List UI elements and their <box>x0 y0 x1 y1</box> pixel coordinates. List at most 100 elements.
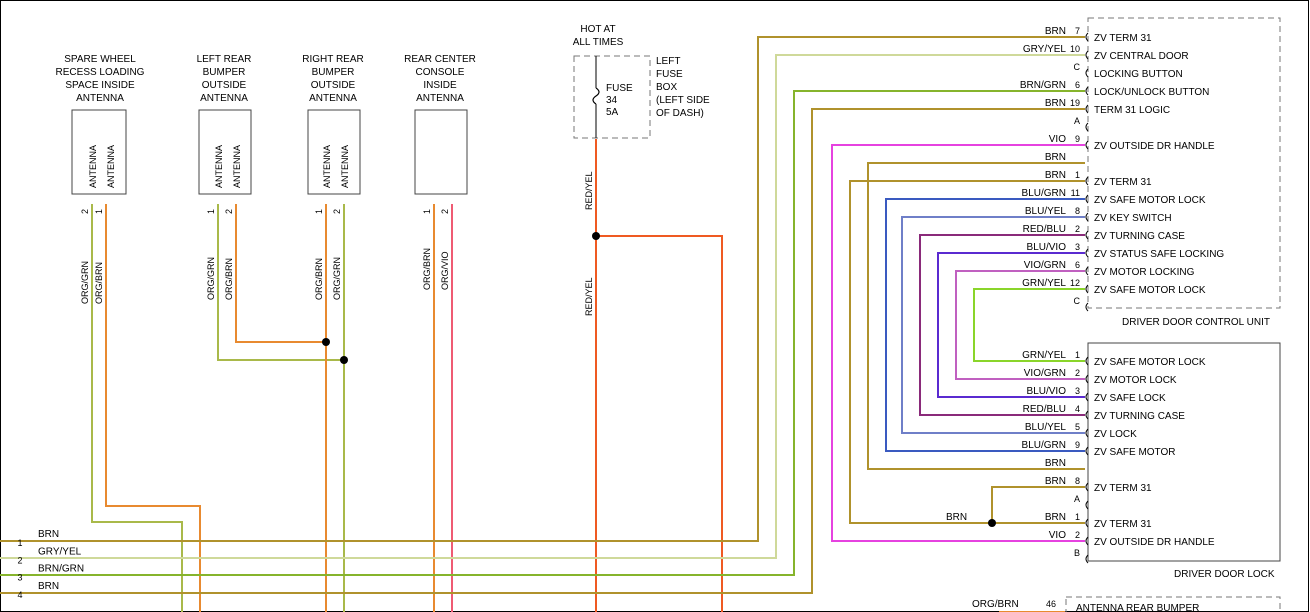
pin-number: 2 <box>440 209 450 214</box>
wire-label: ORG/BRN <box>224 258 234 300</box>
splice-dot <box>592 232 600 240</box>
wire-label: BRN <box>1045 98 1066 109</box>
control-unit-caption: DRIVER DOOR CONTROL UNIT <box>1122 317 1270 328</box>
fuse-label-line: FUSE <box>606 83 633 94</box>
antenna-body <box>71 109 127 195</box>
pin-terminal <box>1085 446 1089 456</box>
pin-function-label: ZV KEY SWITCH <box>1094 213 1172 224</box>
wire-bus-4-brn <box>0 108 1085 594</box>
antenna-body-label: ANTENNA <box>88 145 98 188</box>
pin-function-label: ZV SAFE MOTOR LOCK <box>1094 357 1206 368</box>
antenna-title-line: ANTENNA <box>76 93 124 104</box>
antenna-body-label: ANTENNA <box>106 145 116 188</box>
splice-dot <box>340 356 348 364</box>
wire-label: ORG/BRN <box>314 258 324 300</box>
wire-blugrn <box>885 198 1085 452</box>
wire-brn-term31-a <box>849 180 1085 524</box>
wire-fuse-branch <box>595 235 723 612</box>
pin-terminal <box>1085 410 1089 420</box>
pin-number: A <box>1074 116 1080 126</box>
antenna-body <box>414 109 468 195</box>
wire-label: RED/BLU <box>1023 224 1066 235</box>
wire-label: BRN/GRN <box>38 564 84 575</box>
connector-pin-number: 1 <box>17 538 22 548</box>
pin-number: 2 <box>80 209 90 214</box>
wire-label: ORG/BRN <box>94 262 104 304</box>
wire-label: GRY/YEL <box>1023 44 1067 55</box>
wire-label: GRN/YEL <box>1022 278 1066 289</box>
pin-terminal <box>1085 500 1089 510</box>
antenna-title-line: RIGHT REAR <box>302 54 364 65</box>
pin-function-label: LOCKING BUTTON <box>1094 69 1183 80</box>
pin-number: C <box>1074 296 1081 306</box>
antenna-title-line: LEFT REAR <box>197 54 252 65</box>
wire-label: BRN <box>1045 512 1066 523</box>
pin-function-label: ZV LOCK <box>1094 429 1137 440</box>
antenna-title-line: ANTENNA <box>309 93 357 104</box>
pin-terminal <box>1085 140 1089 150</box>
wire-label: ORG/VIO <box>440 251 450 290</box>
pin-number: 8 <box>1075 476 1080 486</box>
antenna-title-line: CONSOLE <box>416 67 465 78</box>
pin-function-label: ZV OUTSIDE DR HANDLE <box>1094 141 1215 152</box>
antenna-left-rear-bumper: LEFT REAR BUMPER OUTSIDE ANTENNA ANTENNA… <box>197 54 252 300</box>
wire-label: BRN <box>946 512 967 523</box>
wire-label: RED/YEL <box>584 277 594 316</box>
pin-number: 2 <box>332 209 342 214</box>
pin-number: 6 <box>1075 260 1080 270</box>
fuse-box-label-line: FUSE <box>656 69 683 80</box>
pin-number: 1 <box>1075 512 1080 522</box>
wire-label: VIO <box>1049 134 1066 145</box>
pin-terminal <box>1085 230 1089 240</box>
pin-number: 9 <box>1075 134 1080 144</box>
pin-number: 8 <box>1075 206 1080 216</box>
pin-function-label: ZV SAFE MOTOR <box>1094 447 1176 458</box>
pin-terminal <box>1085 32 1089 42</box>
antenna-rear-center-console: REAR CENTER CONSOLE INSIDE ANTENNA 1 2 O… <box>404 54 476 290</box>
wire-grnyel <box>973 288 1085 362</box>
antenna-rear-bumper-connector: ORG/BRN 46 ANTENNA REAR BUMPER <box>972 596 1281 612</box>
pin-terminal <box>1085 428 1089 438</box>
connector-pin-number: 3 <box>17 573 22 583</box>
wire-label: BLU/YEL <box>1025 422 1067 433</box>
pin-number: 1 <box>94 209 104 214</box>
pin-function-label: ZV TERM 31 <box>1094 33 1152 44</box>
pin-function-label: ZV MOTOR LOCK <box>1094 375 1177 386</box>
pin-function-label: ZV TERM 31 <box>1094 483 1152 494</box>
pin-terminal <box>1085 122 1089 132</box>
pin-number: 11 <box>1071 188 1080 198</box>
wire-label: BRN/GRN <box>1020 80 1066 91</box>
wire-label: BRN <box>1045 26 1066 37</box>
pin-number: 19 <box>1070 98 1080 108</box>
antenna-body-label: ANTENNA <box>340 145 350 188</box>
wire-label: VIO/GRN <box>1024 368 1066 379</box>
connector-pin-number: 4 <box>17 590 22 600</box>
antenna-title-line: ANTENNA <box>416 93 464 104</box>
pin-number: 2 <box>1075 530 1080 540</box>
connector-pin-number: 2 <box>17 555 22 565</box>
pin-number: 1 <box>422 209 432 214</box>
antenna-title-line: BUMPER <box>312 67 355 78</box>
antenna-title-line: SPARE WHEEL <box>64 54 136 65</box>
antenna-title-line: OUTSIDE <box>202 80 247 91</box>
door-lock-outline <box>1087 342 1281 562</box>
wire-label: VIO/GRN <box>1024 260 1066 271</box>
wire-label: GRN/YEL <box>1022 350 1066 361</box>
wire-ant1-orggrn <box>91 204 183 612</box>
wire-label: BRN <box>1045 458 1066 469</box>
antenna-title-line: OUTSIDE <box>311 80 356 91</box>
wire-bluyel <box>901 216 1085 434</box>
hot-label-line: ALL TIMES <box>573 37 624 48</box>
antenna-title-line: ANTENNA <box>200 93 248 104</box>
pin-number: 2 <box>224 209 234 214</box>
wire-bus-1-brn <box>0 36 1085 542</box>
pin-terminal <box>1085 176 1089 186</box>
pin-function-label: ZV SAFE LOCK <box>1094 393 1166 404</box>
wire-label: ORG/GRN <box>80 261 90 304</box>
pin-terminal <box>1085 194 1089 204</box>
door-lock-rows: GRN/YEL 1 ZV SAFE MOTOR LOCK VIO/GRN 2 ZV MOT… <box>1022 350 1215 564</box>
pin-terminal <box>1085 374 1089 384</box>
antenna-right-rear-bumper: RIGHT REAR BUMPER OUTSIDE ANTENNA ANTENN… <box>302 54 364 300</box>
